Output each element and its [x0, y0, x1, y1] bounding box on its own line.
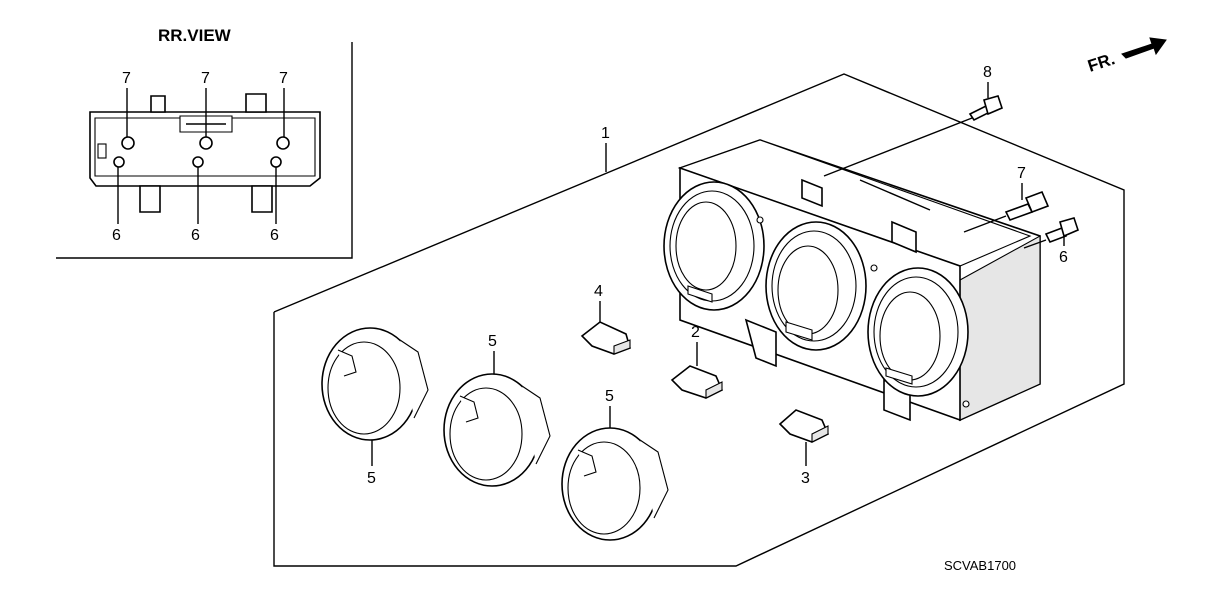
rear-panel — [89, 93, 321, 213]
ring-5-middle: 5 — [443, 333, 551, 487]
ring-5-left: 5 — [321, 327, 429, 487]
callout-pin: 7 — [1017, 165, 1026, 182]
inset-callout-7b: 7 — [201, 70, 210, 87]
inset-callout-7a: 7 — [122, 70, 131, 87]
screw-8: 8 — [823, 64, 1003, 177]
callout-knob-4: 4 — [594, 283, 603, 300]
callout-ring-right: 5 — [605, 388, 614, 405]
inset-title: RR.VIEW — [158, 26, 232, 45]
callout-assembly: 1 — [601, 125, 610, 142]
front-direction-arrow: FR. — [1085, 37, 1167, 76]
inset-callout-6c: 6 — [270, 227, 279, 244]
inset-callout-6a: 6 — [112, 227, 121, 244]
front-label: FR. — [1085, 49, 1117, 76]
heater-control-unit — [663, 139, 1041, 422]
inset-frame — [56, 42, 353, 259]
knob-2: 2 — [670, 324, 724, 399]
knob-4: 4 — [580, 283, 631, 355]
ring-5-right: 5 — [561, 388, 669, 541]
callout-screw: 8 — [983, 64, 992, 81]
callout-ring-left: 5 — [367, 470, 376, 487]
rear-view-inset: RR.VIEW 7 7 7 — [56, 26, 353, 259]
callout-bolt: 6 — [1059, 249, 1068, 266]
bolt-6: 6 — [1023, 217, 1079, 266]
inset-callout-6b: 6 — [191, 227, 200, 244]
callout-knob-2: 2 — [691, 324, 700, 341]
pin-7: 7 — [963, 165, 1050, 233]
diagram-code: SCVAB1700 — [944, 558, 1016, 573]
knob-3: 3 — [778, 409, 830, 487]
callout-knob-3: 3 — [801, 470, 810, 487]
assembly-boundary — [273, 73, 1125, 567]
callout-ring-middle: 5 — [488, 333, 497, 350]
inset-callout-7c: 7 — [279, 70, 288, 87]
